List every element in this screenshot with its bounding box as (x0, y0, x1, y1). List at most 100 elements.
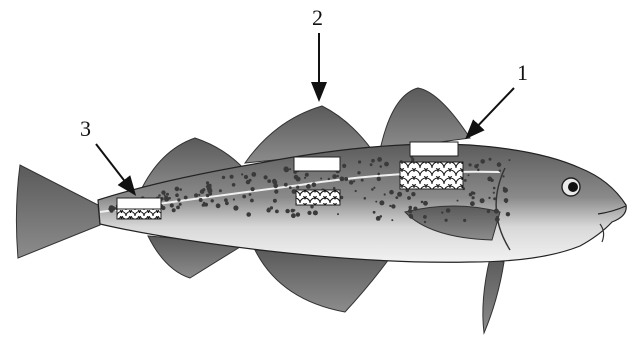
body-spot (468, 174, 470, 176)
body-spot (423, 215, 427, 219)
body-spot (175, 187, 180, 192)
body-spot (249, 193, 252, 196)
body-spot (409, 206, 413, 210)
body-spot (244, 175, 248, 179)
body-spot (206, 185, 208, 187)
body-spot (375, 201, 377, 203)
body-spot (371, 159, 375, 163)
body-spot (480, 159, 485, 164)
body-spot (395, 196, 398, 199)
body-spot (246, 212, 251, 217)
body-spot (166, 193, 169, 196)
body-spot (506, 212, 510, 216)
body-spot (503, 188, 508, 193)
body-spot (474, 164, 478, 168)
body-spot (389, 190, 394, 195)
body-spot (232, 183, 236, 187)
body-spot (204, 203, 208, 207)
body-spot (289, 186, 292, 189)
body-spot (469, 163, 472, 166)
body-spot (411, 192, 415, 196)
callout-2: 2 (312, 5, 323, 92)
body-spot (179, 203, 182, 206)
body-spot (380, 165, 383, 168)
body-spot (384, 162, 389, 167)
body-spot (377, 157, 382, 162)
body-spot (337, 175, 339, 177)
body-spot (464, 179, 467, 182)
body-spot (175, 193, 179, 197)
body-spot (312, 182, 317, 187)
body-spot (502, 175, 504, 177)
body-spot (296, 212, 300, 216)
body-spot (328, 178, 330, 180)
body-spot (377, 177, 381, 181)
body-spot (377, 173, 380, 176)
body-spot (212, 200, 214, 202)
body-spot (233, 205, 238, 210)
body-spot (264, 175, 268, 179)
body-spot (505, 201, 507, 203)
body-spot (242, 195, 246, 199)
scale-sample-3-small-scales (117, 198, 161, 219)
callout-number-1: 1 (517, 60, 528, 85)
body-spot (273, 184, 278, 189)
blank-label-box-1 (410, 142, 458, 156)
body-spot (380, 215, 383, 218)
callout-arrow-1 (472, 88, 514, 132)
body-spot (251, 172, 256, 177)
body-spot (370, 163, 373, 166)
body-spot (494, 209, 499, 214)
body-spot (488, 197, 490, 199)
body-spot (493, 187, 496, 190)
body-spot (409, 214, 413, 218)
body-spot (423, 201, 428, 206)
body-spot (320, 178, 322, 180)
body-spot (344, 177, 348, 181)
body-spot (493, 192, 495, 194)
body-spot (310, 205, 313, 208)
body-spot (273, 199, 277, 203)
body-spot (472, 196, 475, 199)
body-spot (355, 190, 357, 192)
body-spot (284, 183, 288, 187)
body-spot (470, 201, 475, 206)
body-spot (275, 210, 279, 214)
body-spot (267, 179, 271, 183)
body-spot (469, 193, 473, 197)
callout-1: 1 (472, 60, 528, 132)
body-spot (296, 186, 299, 189)
body-spot (158, 194, 161, 197)
callout-3: 3 (80, 116, 130, 188)
pupil (568, 182, 578, 192)
body-spot (413, 207, 417, 211)
body-spot (497, 162, 502, 167)
body-spot (230, 175, 234, 179)
body-spot (222, 176, 225, 179)
body-spot (457, 200, 459, 202)
body-spot (361, 179, 364, 182)
body-spot (357, 171, 360, 174)
body-spot (391, 219, 393, 221)
body-spot (332, 174, 337, 179)
body-spot (441, 211, 443, 213)
body-spot (480, 198, 485, 203)
body-spot (391, 204, 395, 208)
body-spot (407, 196, 411, 200)
body-spot (349, 180, 353, 184)
body-spot (202, 188, 205, 191)
body-spot (473, 192, 476, 195)
body-spot (170, 203, 174, 207)
body-spot (172, 208, 176, 212)
body-spot (284, 166, 289, 171)
body-spot (384, 193, 386, 195)
body-spot (307, 185, 311, 189)
body-spot (373, 187, 375, 189)
body-spot (111, 206, 115, 210)
body-spot (184, 196, 188, 200)
body-spot (249, 179, 252, 182)
body-spot (364, 197, 367, 200)
body-spot (337, 213, 339, 215)
pelvic-fin (483, 258, 504, 333)
